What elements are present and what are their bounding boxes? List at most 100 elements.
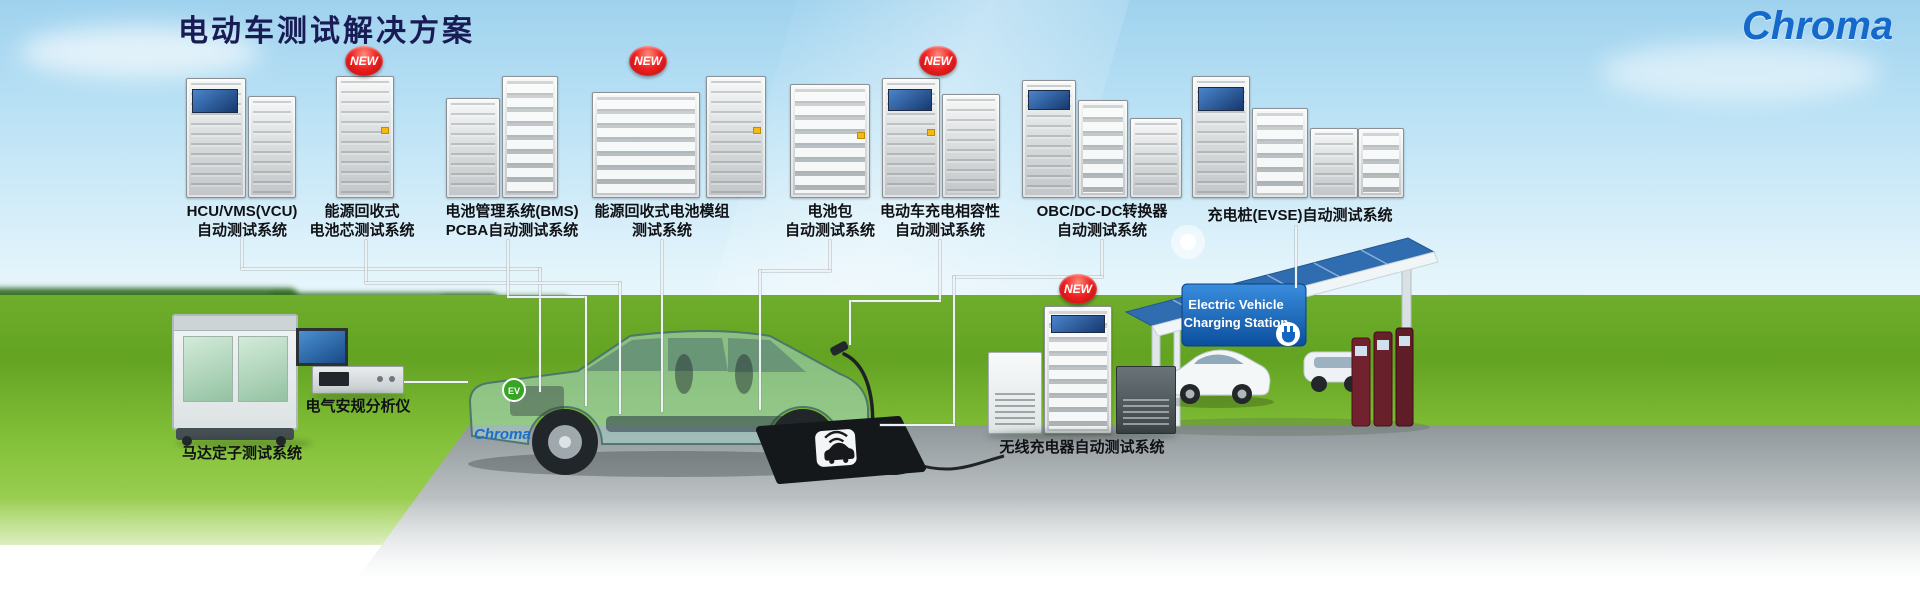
charging-dispenser <box>1351 337 1371 427</box>
label-charging-compatibility: 电动车充电相容性 自动测试系统 <box>880 202 1000 240</box>
connector-line <box>849 300 941 302</box>
new-badge: NEW <box>919 46 957 76</box>
car-battery-pack <box>606 416 796 432</box>
connector-line <box>539 268 541 392</box>
wireless-cable <box>915 454 1005 471</box>
connector-line <box>619 282 621 414</box>
wheel-rim <box>1185 389 1195 399</box>
wheel-hub <box>559 436 571 448</box>
sun-glare <box>1180 234 1196 250</box>
cabinet-window <box>183 336 233 402</box>
label-evse: 充电桩(EVSE)自动测试系统 <box>1207 206 1392 225</box>
label-line: 电动车充电相容性 <box>879 203 1001 220</box>
cabinet-vents <box>1123 399 1169 427</box>
label-safety-analyzer: 电气安规分析仪 <box>305 398 411 415</box>
charging-gun <box>830 341 849 356</box>
equipment-rack <box>942 94 1000 198</box>
connector-line <box>507 296 587 298</box>
rack-screen <box>1051 315 1105 333</box>
label-hcu-vms-vcu: HCU/VMS(VCU) 自动测试系统 <box>187 202 298 240</box>
connector-line <box>365 240 367 282</box>
dispenser-screen <box>1377 340 1389 350</box>
connector-line <box>759 270 761 410</box>
car-shadow <box>1162 396 1274 408</box>
equipment-rack <box>1078 100 1128 198</box>
new-badge: NEW <box>345 46 383 76</box>
label-line: OBC/DC-DC转换器 <box>1036 203 1168 220</box>
connector-line <box>365 282 621 284</box>
sign-line-1: Electric Vehicle <box>1188 297 1283 312</box>
connector-line <box>953 276 1103 278</box>
car-window-front <box>668 338 728 371</box>
equipment-rack <box>446 98 500 198</box>
chroma-logo: Chroma <box>1742 4 1894 48</box>
car-wheel <box>1311 376 1327 392</box>
label-wireless-charger: 无线充电器自动测试系统 <box>999 439 1165 456</box>
car-body <box>1168 349 1271 396</box>
charging-dispenser <box>1373 331 1393 427</box>
shadow <box>312 393 406 400</box>
equipment-rack <box>186 78 246 198</box>
connector-line <box>880 424 955 426</box>
pad-car-wheel <box>843 457 849 463</box>
car-seat <box>675 354 693 394</box>
cloud <box>1600 42 1880 102</box>
plug-prong <box>1290 326 1293 332</box>
parked-car-sedan <box>1162 349 1274 408</box>
rack-screen <box>1028 90 1070 110</box>
equipment-rack <box>1192 76 1250 198</box>
connector-line <box>849 300 851 345</box>
connector-line <box>661 240 663 412</box>
label-bms-pcba: 电池管理系统(BMS) PCBA自动测试系统 <box>445 202 578 240</box>
cloud <box>20 26 260 78</box>
wifi-arc <box>824 430 848 439</box>
connector-line <box>404 381 468 383</box>
motor-tester-cabinet <box>172 314 298 446</box>
label-battery-pack: 电池包 自动测试系统 <box>785 202 875 240</box>
equipment-rack <box>1252 108 1308 198</box>
caster-wheel <box>182 436 192 446</box>
label-line: 电池芯测试系统 <box>309 222 415 240</box>
rack-screen <box>1198 87 1244 111</box>
label-battery-cell: 能源回收式 电池芯测试系统 <box>309 202 414 240</box>
label-battery-module: 能源回收式电池模组 测试系统 <box>594 202 729 240</box>
label-motor-stator: 马达定子测试系统 <box>181 445 303 462</box>
dispenser-screen <box>1355 346 1367 356</box>
pad-car-icon <box>824 442 855 461</box>
label-line: 自动测试系统 <box>1056 222 1148 240</box>
label-line: 自动测试系统 <box>784 222 876 240</box>
equipment-rack <box>882 78 940 198</box>
car-window <box>1314 357 1354 368</box>
dispenser-screen <box>1399 336 1410 346</box>
pad-icon <box>815 429 857 467</box>
label-line: PCBA自动测试系统 <box>445 222 579 240</box>
wireless-load-cabinet <box>1116 366 1176 434</box>
analyzer-knob <box>377 376 383 382</box>
connector-line <box>507 240 509 296</box>
wifi-arc <box>828 437 845 444</box>
label-line: 能源回收式 <box>324 203 400 220</box>
sign-board <box>1181 283 1307 347</box>
analyzer-display <box>319 372 349 386</box>
equipment-rack <box>1044 306 1112 434</box>
electrical-safety-analyzer <box>312 366 404 394</box>
equipment-rack <box>790 84 870 198</box>
equipment-rack <box>1358 128 1404 198</box>
rack-screen <box>888 89 932 111</box>
label-line: 电池管理系统(BMS) <box>445 203 579 220</box>
car-seat <box>735 354 753 394</box>
label-line: 自动测试系统 <box>196 222 287 240</box>
caster-wheel <box>276 436 286 446</box>
charging-dispensers <box>1351 327 1414 427</box>
equipment-rack <box>502 76 558 198</box>
sign-line-2: Charging Station <box>1184 315 1289 330</box>
equipment-rack <box>248 96 296 198</box>
cabinet-window <box>238 336 288 402</box>
pad-car-wheel <box>829 458 835 464</box>
car-body <box>468 330 869 446</box>
connector-line <box>241 268 541 270</box>
cabinet-top <box>174 316 296 331</box>
connector-line <box>1295 226 1297 288</box>
equipment-rack <box>1310 128 1358 198</box>
analyzer-knob <box>389 376 395 382</box>
